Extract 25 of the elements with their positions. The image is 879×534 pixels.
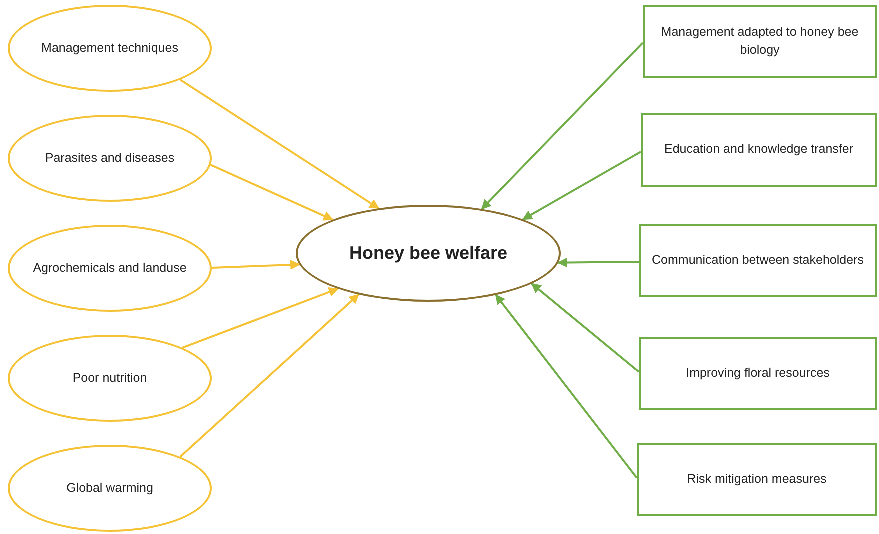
measure-box bbox=[637, 443, 877, 516]
node-label: Improving floral resources bbox=[685, 364, 831, 382]
measure-box bbox=[639, 224, 877, 297]
arrow bbox=[180, 294, 360, 458]
measure-box bbox=[641, 113, 877, 187]
measure-box bbox=[643, 5, 877, 78]
arrow bbox=[522, 151, 642, 220]
node-label: Risk mitigation measures bbox=[686, 470, 828, 488]
node-label: Communication between stakeholders bbox=[651, 252, 865, 269]
arrow bbox=[210, 164, 334, 221]
node-label: Honey bee welfare bbox=[348, 242, 509, 265]
arrow bbox=[182, 287, 340, 349]
arrow bbox=[495, 294, 638, 479]
arrow bbox=[481, 42, 644, 210]
node-label: Global warming bbox=[66, 480, 154, 497]
node-label: Poor nutrition bbox=[72, 370, 148, 387]
arrow bbox=[180, 79, 380, 210]
arrow bbox=[531, 283, 640, 373]
measure-box bbox=[639, 337, 877, 410]
node-label: Education and knowledge transfer bbox=[663, 141, 854, 158]
node-label: Agrochemicals and landuse bbox=[32, 260, 188, 277]
node-label: Management techniques bbox=[40, 40, 180, 57]
node-label: Management adapted to honey bee biology bbox=[660, 24, 860, 59]
node-label: Parasites and diseases bbox=[44, 150, 176, 167]
arrow bbox=[558, 258, 640, 268]
